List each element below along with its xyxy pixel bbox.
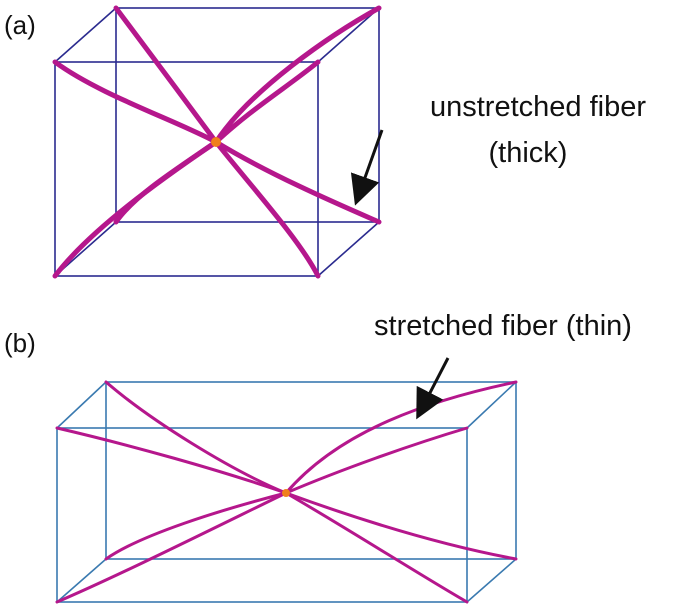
fiber-b-front-bottom-right: [284, 491, 469, 604]
fiber-b-back-bottom-left: [104, 491, 288, 561]
panel-b-box-front-face: [56, 427, 468, 603]
panel-a-fibers: [52, 5, 382, 279]
fiber-a-front-top-left: [52, 59, 219, 145]
fiber-a-back-top-right: [213, 5, 382, 145]
panel-b-arrow: [416, 357, 450, 420]
fiber-b-back-top-right: [284, 380, 518, 495]
panel-b-fibers: [55, 380, 518, 604]
panel-a-box-back-face: [115, 7, 380, 223]
fiber-b-front-bottom-left: [55, 491, 288, 604]
panel-b-box-edge: [466, 558, 517, 603]
panel-b-box-back-face: [105, 381, 517, 560]
panel-b-box-edge: [56, 381, 107, 429]
panel-b-box-edge: [466, 381, 517, 429]
fiber-a-back-top-left: [113, 5, 219, 145]
fiber-b-front-top-right: [284, 426, 469, 495]
panel-a-box: [54, 7, 380, 277]
fiber-a-front-bottom-right: [213, 139, 321, 279]
panel-a-label: (a): [4, 10, 36, 40]
panel-a-box-edge: [317, 221, 380, 277]
fiber-b-back-top-left: [104, 380, 288, 495]
panel-b: (b) stretched fiber (thin): [4, 310, 632, 604]
panel-a-arrow: [350, 129, 384, 206]
panel-a-box-front-face: [54, 61, 319, 277]
fiber-b-back-bottom-right: [284, 491, 518, 561]
fiber-a-back-bottom-left: [113, 139, 219, 225]
fiber-a-front-top-right: [213, 59, 321, 145]
panel-b-annotation: stretched fiber (thin): [374, 310, 632, 342]
panel-b-crosslink-dot: [282, 489, 290, 497]
panel-b-box-edge: [56, 558, 107, 603]
panel-a-crosslink-dot: [211, 137, 221, 147]
fiber-b-front-top-left: [55, 426, 288, 495]
panel-a-box-edge: [317, 7, 380, 63]
panel-b-label: (b): [4, 328, 36, 358]
fiber-a-back-bottom-right: [213, 139, 382, 225]
fiber-a-front-bottom-left: [52, 139, 219, 279]
panel-a-annotation-line2: (thick): [489, 137, 568, 169]
panel-a: (a) unstretched fiber (thick): [4, 5, 646, 279]
panel-a-annotation-line1: unstretched fiber: [430, 91, 646, 123]
panel-b-box: [56, 381, 517, 603]
panel-a-box-edge: [54, 7, 117, 63]
